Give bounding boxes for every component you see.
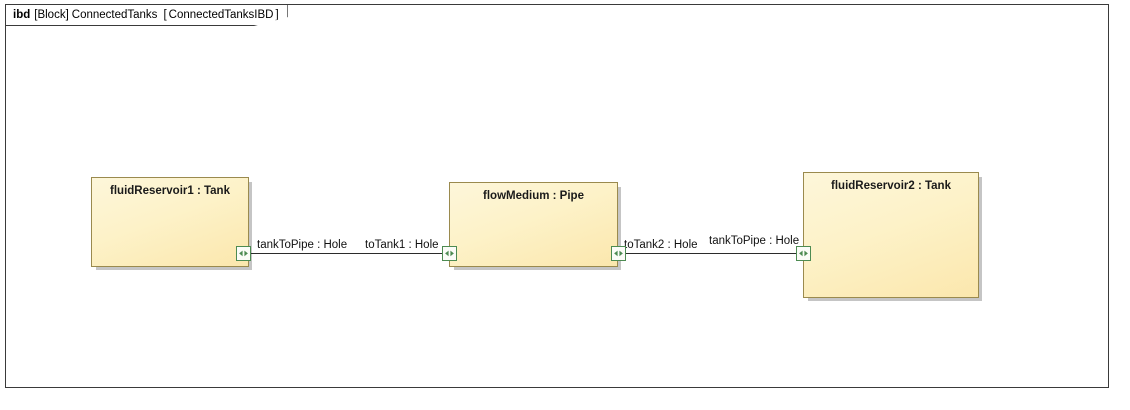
part-fluidreservoir2[interactable]: fluidReservoir2 : Tank — [803, 172, 979, 298]
port-label-tank2-tanktopipe: tankToPipe : Hole — [709, 235, 800, 247]
port-pipe-totank2[interactable] — [611, 246, 626, 261]
diagram-name: ConnectedTanksIBD — [168, 9, 274, 21]
port-pipe-totank1[interactable] — [442, 246, 457, 261]
part-label-flowmedium: flowMedium : Pipe — [483, 190, 584, 202]
diagram-kind-label: ibd — [13, 9, 31, 21]
bidirectional-flow-port-icon — [444, 250, 455, 257]
diagram-bracket-close: ] — [275, 9, 279, 21]
part-label-fluidreservoir1: fluidReservoir1 : Tank — [110, 185, 230, 197]
bidirectional-flow-port-icon — [798, 250, 809, 257]
diagram-frame: ibd [Block] ConnectedTanks [ ConnectedTa… — [5, 4, 1109, 388]
port-label-pipe-totank1: toTank1 : Hole — [365, 239, 439, 251]
part-flowmedium[interactable]: flowMedium : Pipe — [449, 182, 618, 267]
port-label-pipe-totank2: toTank2 : Hole — [624, 239, 698, 251]
bidirectional-flow-port-icon — [613, 250, 624, 257]
connector-tank1-to-pipe[interactable] — [251, 253, 442, 254]
part-label-fluidreservoir2: fluidReservoir2 : Tank — [831, 180, 951, 192]
connector-pipe-to-tank2[interactable] — [626, 253, 796, 254]
port-tank2-tanktopipe[interactable] — [796, 246, 811, 261]
port-label-tank1-tanktopipe: tankToPipe : Hole — [257, 239, 348, 251]
port-tank1-tanktopipe[interactable] — [236, 246, 251, 261]
diagram-bracket-open: [ — [163, 9, 167, 21]
diagram-stereotype-label: [Block] — [34, 9, 69, 21]
part-fluidreservoir1[interactable]: fluidReservoir1 : Tank — [91, 177, 249, 267]
diagram-header-tab: ibd [Block] ConnectedTanks [ ConnectedTa… — [6, 5, 288, 26]
bidirectional-flow-port-icon — [238, 250, 249, 257]
diagram-block-name: ConnectedTanks — [71, 9, 158, 21]
